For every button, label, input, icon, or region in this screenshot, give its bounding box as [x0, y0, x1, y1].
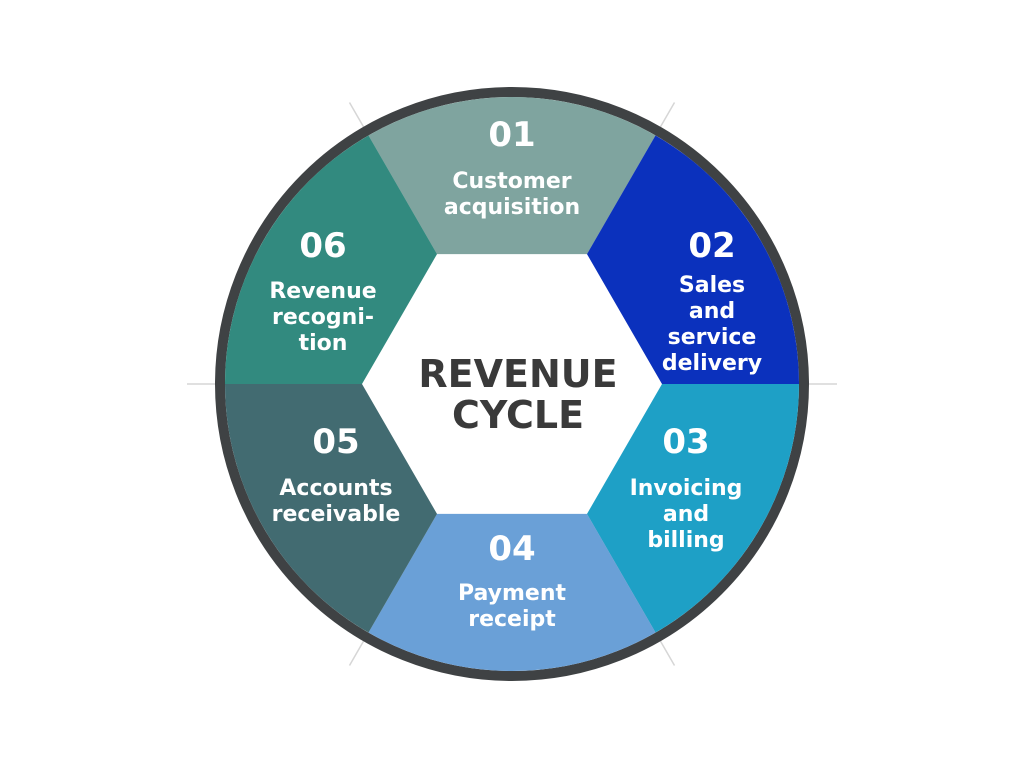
segment-label-line: Sales: [679, 273, 745, 298]
center-title-line2: CYCLE: [452, 393, 584, 437]
segment-label-line: Customer: [452, 169, 571, 194]
center-title-line1: REVENUE: [418, 352, 617, 396]
segment-number-05: 05: [312, 422, 359, 462]
segment-payment-receipt: [368, 384, 656, 671]
segment-label-line: acquisition: [444, 195, 580, 220]
segment-label-line: receivable: [272, 502, 401, 527]
segment-number-04: 04: [488, 529, 535, 569]
segment-label-line: Invoicing: [630, 476, 743, 501]
segment-number-02: 02: [688, 226, 735, 266]
segment-label-line: and: [689, 299, 735, 324]
segment-label-line: recogni-: [272, 305, 374, 330]
segment-number-01: 01: [488, 115, 535, 155]
segment-labels: 01Customeracquisition02Salesandservicede…: [269, 115, 762, 632]
segment-label-line: Revenue: [269, 279, 376, 304]
outer-ring: [215, 87, 809, 681]
segment-label-line: service: [668, 325, 757, 350]
segment-label-line: Accounts: [279, 476, 392, 501]
segment-label-line: delivery: [662, 351, 762, 376]
segment-label-line: tion: [299, 331, 348, 356]
segment-label-line: billing: [647, 528, 724, 553]
segment-number-06: 06: [299, 226, 346, 266]
segment-label-line: and: [663, 502, 709, 527]
segment-label-line: Payment: [458, 581, 567, 606]
segment-label-line: receipt: [468, 607, 556, 632]
segment-number-03: 03: [662, 422, 709, 462]
center-hexagon: [362, 254, 662, 514]
segment-customer-acquisition: [368, 96, 656, 384]
